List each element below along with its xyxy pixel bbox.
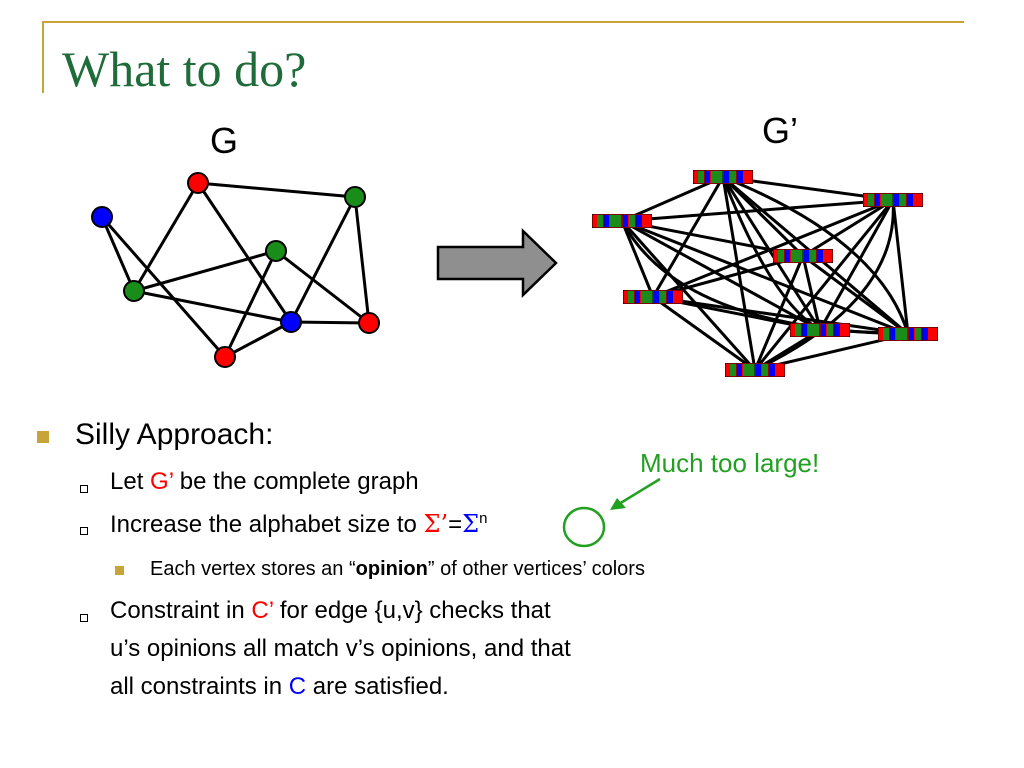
vertex-blue <box>91 206 113 228</box>
opinion-vector-vertex <box>592 214 652 228</box>
vertex-green <box>265 240 287 262</box>
vertex-red <box>358 312 380 334</box>
opinion-vector-vertex <box>623 290 683 304</box>
highlight-circle <box>562 506 606 548</box>
bullet-complete-graph: Let G’ be the complete graph <box>110 468 419 495</box>
graph-g <box>100 181 371 359</box>
bullet-constraint-line3: all constraints in C are satisfied. <box>110 673 449 700</box>
slide-title: What to do? <box>62 41 307 97</box>
bullet-silly-approach: Silly Approach: <box>75 418 274 451</box>
bullet-alphabet-size: Increase the alphabet size to Σ’=Σn <box>110 510 488 538</box>
opinion-vector-vertex <box>773 249 833 263</box>
opinion-vector-vertex <box>725 363 785 377</box>
vertex-green <box>123 280 145 302</box>
vertex-green <box>344 186 366 208</box>
transform-arrow <box>436 228 558 298</box>
bullet-marker <box>80 527 88 535</box>
opinion-vector-vertex <box>693 170 753 184</box>
vertex-blue <box>280 311 302 333</box>
graph-g-prime-label: G’ <box>762 110 798 151</box>
annotation-much-too-large: Much too large! <box>640 448 820 478</box>
frame-left-rule <box>42 21 44 93</box>
bullet-opinion: Each vertex stores an “opinion” of other… <box>150 558 645 580</box>
bullet-constraint-line2: u’s opinions all match v’s opinions, and… <box>110 635 571 662</box>
vertex-red <box>187 172 209 194</box>
bullet-marker <box>80 485 88 493</box>
annotation-arrow <box>613 477 661 509</box>
frame-top-rule <box>42 21 964 23</box>
opinion-vector-vertex <box>863 193 923 207</box>
opinion-vector-vertex <box>878 327 938 341</box>
bullet-constraint-line1: Constraint in C’ for edge {u,v} checks t… <box>110 597 551 624</box>
bullet-marker <box>115 566 124 575</box>
opinion-vector-vertex <box>790 323 850 337</box>
graph-g-label: G <box>210 120 239 161</box>
bullet-marker <box>37 431 49 443</box>
bullet-marker <box>80 614 88 622</box>
vertex-red <box>214 346 236 368</box>
